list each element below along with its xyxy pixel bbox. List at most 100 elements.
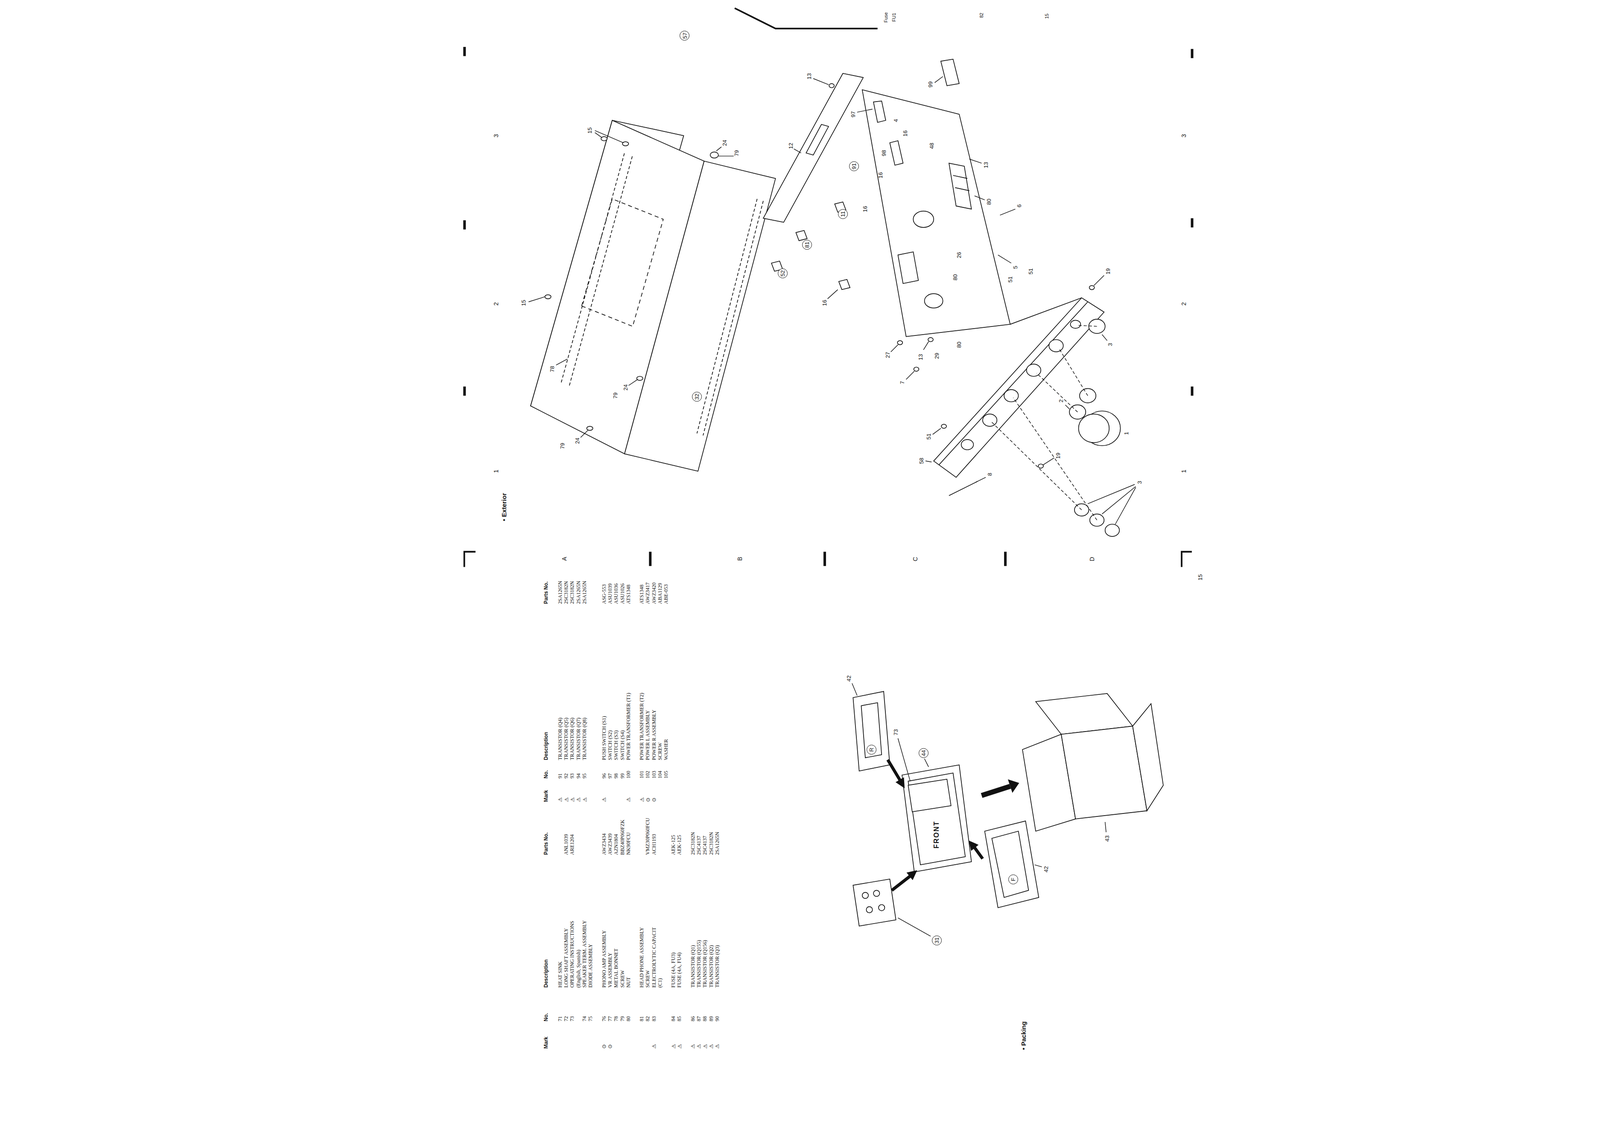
callout-number: 6: [1016, 204, 1023, 208]
part-description: ELECTROLYTIC CAPACIT: [651, 927, 658, 988]
part-description: TRANSISTOR (Q2): [708, 945, 715, 988]
callout-number: 78: [548, 366, 556, 373]
part-number: 2SA1265N: [581, 581, 588, 605]
part-number: ASU1026: [619, 583, 626, 605]
part-number: ARE1204: [569, 834, 576, 856]
callout-text: 91: [850, 163, 858, 170]
page-number: 15: [1197, 574, 1204, 581]
part-description: TRANSISTOR (Q155): [695, 940, 703, 988]
leader-lines: [528, 130, 734, 438]
part-number: ASU1039: [607, 583, 614, 605]
mark-symbol: ⚠: [575, 797, 582, 803]
part-number: AZN1804: [613, 834, 620, 856]
part-description: TRANSISTOR (Q5): [563, 717, 570, 760]
callout-number: 7: [899, 381, 906, 385]
table-header: Mark: [543, 790, 549, 803]
item-number: 86: [689, 1016, 697, 1022]
part-description: OPERATING INSTRUCTIONS: [569, 920, 576, 988]
item-number: 90: [714, 1016, 721, 1022]
part-number: 2SC3182N: [563, 581, 570, 605]
mark-symbol: ⚠: [702, 1044, 709, 1049]
item-number: 78: [613, 1016, 620, 1022]
callout-text: R: [868, 747, 875, 752]
part-description: FUSE (4A, FU4): [676, 952, 683, 988]
callout-number: 5: [1012, 265, 1019, 269]
callout-circle: 11: [837, 209, 848, 219]
part-description: SCREW: [619, 969, 626, 988]
callout-number: 42: [845, 675, 853, 682]
item-number: 104: [656, 770, 664, 779]
item-number: 83: [651, 1016, 658, 1022]
callout-circle: F: [1008, 874, 1019, 885]
part-number: 2SC3182N: [569, 581, 576, 605]
part-description: POWER TRANSFORMER (T1): [625, 692, 632, 761]
grid-reference: A: [560, 557, 568, 561]
part-description: TRANSISTOR (Q6): [569, 717, 576, 760]
callout-number: 27: [884, 351, 891, 358]
callout-number: 24: [721, 139, 728, 146]
part-description: LONG SHAFT ASSEMBLY: [563, 928, 570, 988]
item-number: 85: [676, 1016, 683, 1022]
mark-symbol: ⚠: [695, 1044, 702, 1049]
item-number: 98: [613, 773, 620, 779]
mark-symbol: ⚠: [569, 797, 576, 803]
section-heading: • Exterior: [500, 493, 508, 522]
callout-number: 12: [787, 142, 795, 149]
callout-number: 3: [1106, 343, 1114, 347]
leader-lines: [794, 76, 1136, 525]
part-description: TRANSISTOR (Q4): [557, 717, 564, 760]
part-number: AWZ3439: [607, 833, 614, 856]
callout-number: 26: [955, 251, 963, 258]
mark-symbol: ⚠: [557, 797, 564, 803]
page-number-circle: 57: [679, 30, 690, 41]
callout-text: 32: [693, 394, 701, 400]
callout-circle: R: [866, 744, 877, 755]
corner-brackets: [464, 8, 1192, 567]
mark-symbol: ⚠: [714, 1044, 721, 1049]
item-number: 80: [625, 1016, 632, 1022]
part-description: SWITCH (S4): [619, 730, 626, 761]
part-description: SWITCH (S3): [613, 730, 620, 761]
callout-number: 73: [892, 729, 900, 736]
part-description: TRANSISTOR (Q1): [689, 945, 697, 988]
callout-circle: 81: [802, 239, 812, 250]
mark-symbol: ⊙: [645, 797, 652, 803]
callout-number: 51: [925, 433, 932, 440]
item-number: 95: [581, 773, 588, 779]
item-number: 75: [587, 1016, 594, 1022]
callout-number: 2: [1057, 399, 1065, 403]
item-number: 71: [557, 1016, 564, 1022]
callout-text: 57: [681, 32, 688, 39]
part-number: ABE-053: [662, 584, 670, 605]
part-description: HEAD PHONE ASSEMBLY: [638, 927, 646, 988]
part-description: TRANSISTOR (Q8): [581, 717, 588, 760]
part-description: TRANSISTOR (Q156): [701, 940, 709, 988]
part-description: FUSE (4A, FU3): [670, 952, 677, 988]
callout-number: 79: [733, 149, 740, 156]
item-number: 73: [569, 1016, 576, 1022]
edge-text: 15: [1044, 13, 1050, 19]
callout-number: 13: [917, 353, 924, 360]
callout-number: 8: [986, 472, 993, 476]
callout-number: 15: [520, 299, 527, 306]
table-header: No.: [543, 770, 549, 779]
item-number: 99: [619, 773, 626, 779]
callout-number: 13: [982, 162, 990, 169]
grid-reference: 2: [1180, 302, 1188, 307]
part-number: AEK-125: [676, 835, 683, 856]
callout-number: 48: [928, 142, 935, 149]
part-number: BBZ40P060FZK: [619, 819, 626, 856]
callout-number: 24: [574, 437, 581, 444]
callout-number: 29: [933, 353, 941, 360]
item-number: 77: [607, 1016, 614, 1022]
grid-reference: 2: [492, 302, 500, 307]
item-number: 96: [601, 773, 608, 779]
callout-number: 80: [985, 198, 993, 205]
chassis-assembly: [763, 59, 1121, 537]
panel-text: FRONT: [932, 820, 941, 849]
item-number: 93: [569, 773, 576, 779]
part-description: POWER R ASSEMBLY: [651, 709, 658, 761]
mark-symbol: ⚠: [581, 797, 588, 803]
frame-marks: [463, 46, 1194, 567]
